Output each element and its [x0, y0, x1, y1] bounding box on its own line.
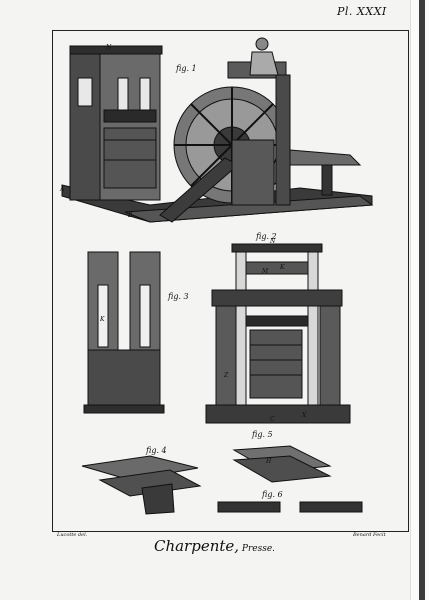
caption-main: Charpente,	[153, 537, 240, 555]
fig6-beams	[217, 501, 363, 513]
letter-h: H	[266, 458, 272, 465]
fig5-joists	[232, 445, 332, 483]
fig3-label: fig. 3	[168, 292, 189, 301]
letter-k-fig2: K	[280, 264, 285, 271]
fig3-uprights-drawing	[83, 251, 165, 414]
letter-b: B	[128, 212, 133, 219]
letter-a: A	[60, 186, 65, 193]
letter-n-top: N	[106, 44, 112, 51]
letter-k: K	[100, 316, 105, 323]
binding-shadow	[419, 0, 425, 600]
fig5-label: fig. 5	[252, 430, 273, 439]
fig1-press-drawing	[61, 37, 374, 223]
letter-z: Z	[224, 372, 229, 379]
plate-caption: Charpente, Presse.	[0, 537, 429, 555]
fig2-press-front-view	[205, 243, 351, 424]
letter-m: M	[262, 268, 269, 275]
fig2-label: fig. 2	[256, 232, 277, 241]
plate-number: Pl. XXXI	[337, 5, 387, 18]
fig4-base-timbers	[81, 455, 202, 515]
letter-n-fig2: N	[270, 238, 276, 245]
letter-c: C	[270, 416, 275, 423]
caption-sub: Presse.	[239, 544, 276, 554]
fig6-label: fig. 6	[262, 490, 283, 499]
letter-x: X	[302, 412, 307, 419]
fig1-label: fig. 1	[176, 64, 197, 73]
fig4-label: fig. 4	[146, 446, 167, 455]
engraver-credit-right: Benard Fecit	[353, 532, 386, 538]
engraver-credit-left: Lucotte del.	[57, 532, 88, 538]
plate-frame	[52, 30, 409, 532]
